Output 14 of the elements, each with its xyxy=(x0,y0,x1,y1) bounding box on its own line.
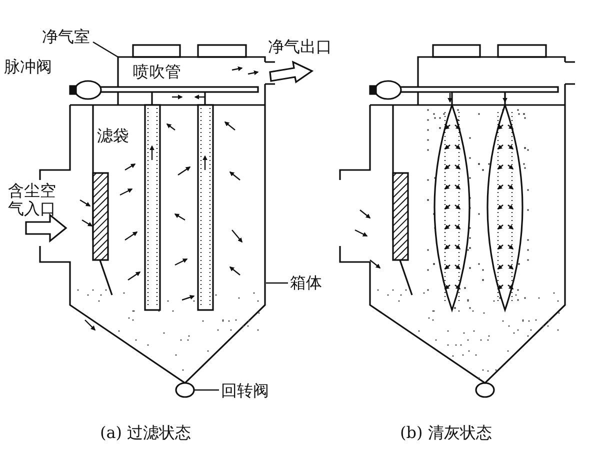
part-label: 脉冲阀 xyxy=(4,58,52,76)
leader-line xyxy=(92,41,118,58)
rotary-valve xyxy=(175,382,195,398)
part-label: 净气出口 xyxy=(268,38,332,56)
part-label: 回转阀 xyxy=(221,382,269,400)
part-label: 滤袋 xyxy=(97,127,129,145)
part-label: 喷吹管 xyxy=(133,63,181,81)
part-label: 箱体 xyxy=(290,274,322,292)
leader-line xyxy=(266,282,288,284)
figure-caption: (b) 清灰状态 xyxy=(400,424,492,442)
figure-caption: (a) 过滤状态 xyxy=(100,424,192,442)
part-label: 净气室 xyxy=(42,28,90,46)
part-label: 含尘空气入口 xyxy=(8,182,57,218)
leader-line xyxy=(194,389,219,391)
